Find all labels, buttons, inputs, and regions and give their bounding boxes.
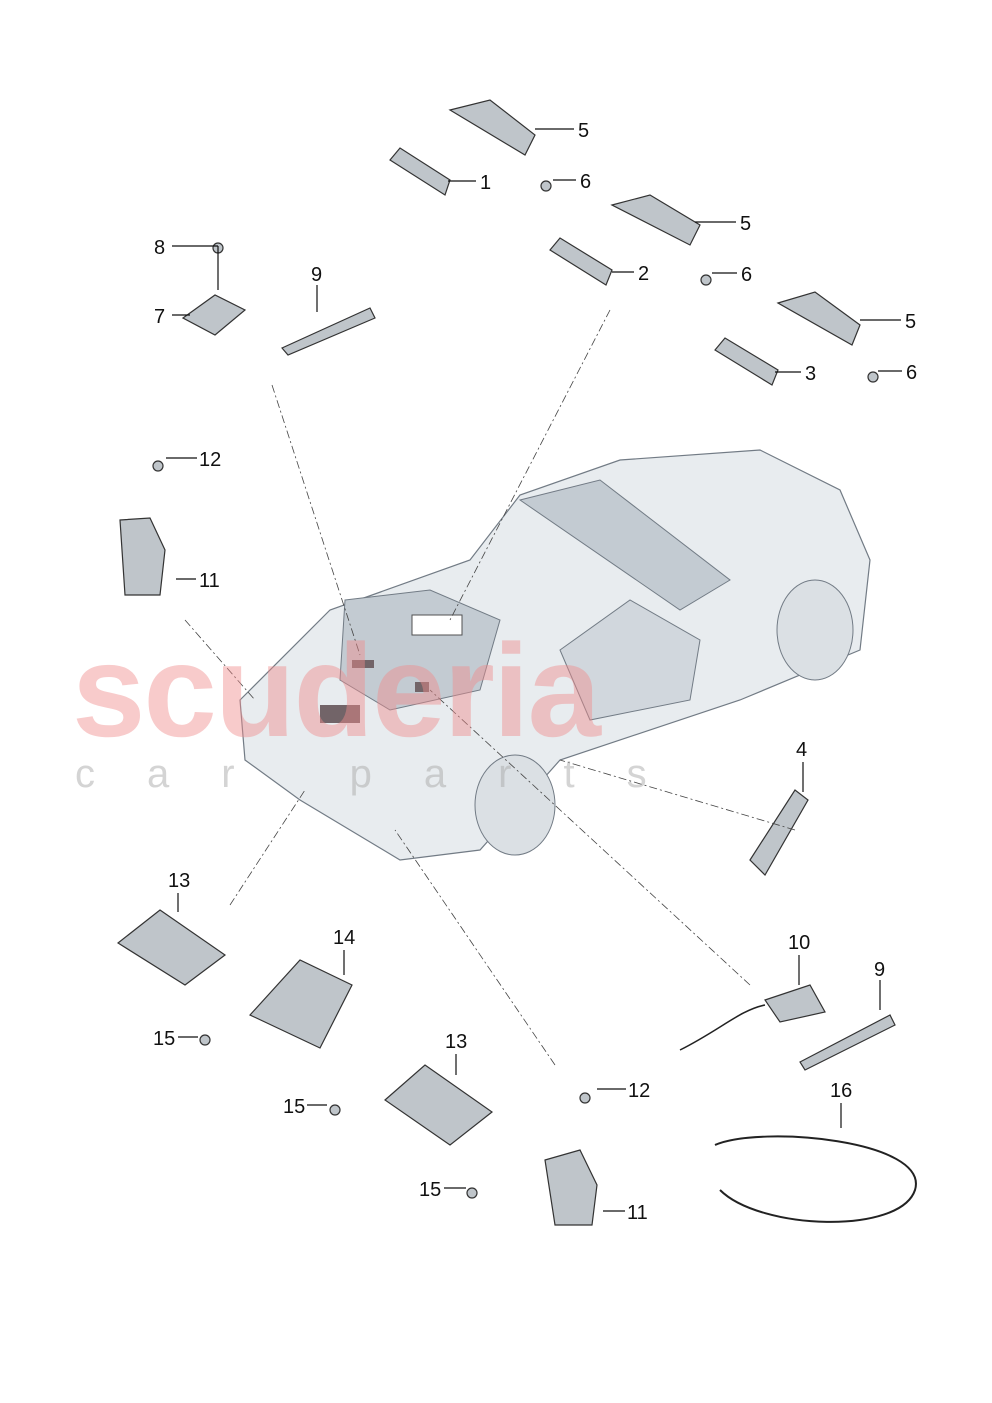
callout-15: 15: [153, 1028, 175, 1050]
module-14-part: [249, 959, 353, 1049]
sensor-11b-part: [544, 1149, 598, 1226]
callout-12: 12: [628, 1080, 650, 1102]
bolt-part: [867, 371, 879, 383]
callout-13: 13: [168, 870, 190, 892]
callout-15: 15: [419, 1179, 441, 1201]
antenna-9b-part: [799, 1014, 896, 1071]
callout-4: 4: [796, 739, 807, 761]
antenna-cable-part: [679, 1004, 766, 1051]
reference-lines: [184, 309, 796, 1066]
callout-5: 5: [740, 213, 751, 235]
callout-6: 6: [906, 362, 917, 384]
cable-16-part: [714, 1135, 917, 1223]
callout-7: 7: [154, 306, 165, 328]
sensor-11a-part: [119, 517, 166, 596]
callout-6: 6: [580, 171, 591, 193]
callout-11: 11: [199, 570, 220, 592]
car-illustration: [239, 449, 871, 861]
reference-line: [449, 309, 611, 621]
plate-13b-part: [384, 1064, 494, 1146]
callout-15: 15: [283, 1096, 305, 1118]
callout-12: 12: [199, 449, 221, 471]
reference-line: [229, 789, 306, 906]
bolt-part: [466, 1187, 478, 1199]
callout-11: 11: [627, 1202, 648, 1224]
callout-1: 1: [480, 172, 491, 194]
antenna-1-part: [389, 147, 451, 196]
callout-10: 10: [788, 932, 810, 954]
callout-2: 2: [638, 263, 649, 285]
callout-6: 6: [741, 264, 752, 286]
reference-line: [184, 619, 256, 701]
antenna-10-part: [764, 984, 826, 1023]
bracket-5b-part: [610, 194, 701, 246]
callout-5: 5: [578, 120, 589, 142]
bolt-part: [540, 180, 552, 192]
callout-13: 13: [445, 1031, 467, 1053]
callout-9: 9: [874, 959, 885, 981]
callout-16: 16: [830, 1080, 852, 1102]
reference-line: [394, 829, 556, 1066]
callout-5: 5: [905, 311, 916, 333]
module-4-part: [749, 789, 809, 876]
antenna-2-part: [549, 237, 613, 286]
reference-line: [559, 759, 796, 831]
bracket-5a-part: [448, 99, 536, 156]
callout-3: 3: [805, 363, 816, 385]
antenna-3-part: [714, 337, 779, 386]
bolt-part: [199, 1034, 211, 1046]
callout-9: 9: [311, 264, 322, 286]
callout-8: 8: [154, 237, 165, 259]
plate-13a-part: [116, 909, 227, 986]
callout-14: 14: [333, 927, 355, 949]
bolt-part: [152, 460, 164, 472]
bolt-part: [329, 1104, 341, 1116]
bracket-7-part: [181, 294, 247, 336]
leader-lines: [166, 128, 902, 1212]
reference-line: [271, 384, 361, 656]
antenna-9a-part: [281, 307, 376, 356]
bolt-part: [700, 274, 712, 286]
parts: [116, 99, 917, 1226]
bracket-5c-part: [776, 291, 861, 346]
bolt-part: [579, 1092, 591, 1104]
